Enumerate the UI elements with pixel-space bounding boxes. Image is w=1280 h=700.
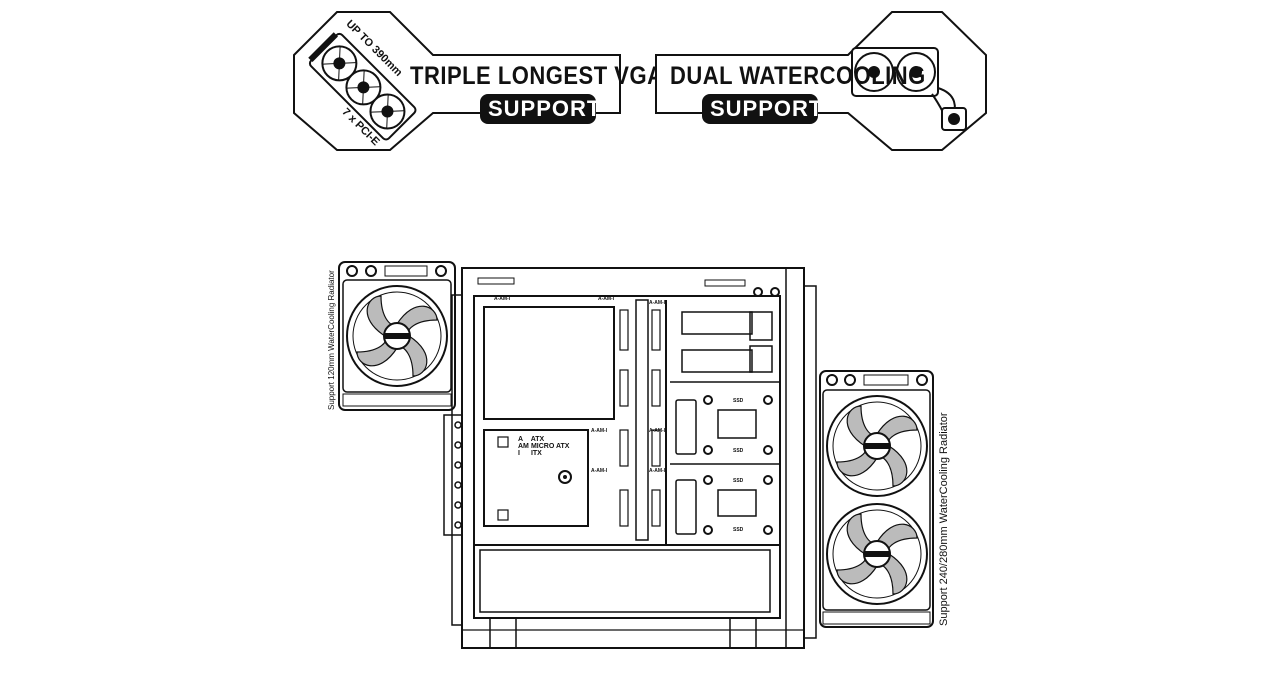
watercooling-support-badge: DUAL WATERCOOLING SUPPORT bbox=[652, 8, 990, 153]
right-240mm-radiator bbox=[819, 370, 934, 628]
left-120mm-radiator bbox=[338, 261, 456, 411]
standoff-mark: A-AM-I bbox=[494, 296, 511, 302]
left-radiator-label: Support 120mm WaterCooling Radiator bbox=[327, 270, 336, 410]
right-radiator-label: Support 240/280mm WaterCooling Radiator bbox=[938, 412, 950, 626]
standoff-mark: A-AM-I bbox=[598, 296, 615, 302]
standoff-mark: A-AM-I bbox=[591, 468, 608, 474]
vga-badge-pill: SUPPORT bbox=[480, 94, 600, 124]
water-badge-pill: SUPPORT bbox=[702, 94, 822, 124]
legend-row-itx: I ITX bbox=[518, 450, 569, 457]
pc-case bbox=[443, 267, 817, 649]
vga-badge-outline bbox=[293, 11, 621, 151]
ssd-mark: SSD bbox=[733, 527, 744, 533]
legend-value: ITX bbox=[530, 450, 542, 457]
standoff-mark: A-AM-I bbox=[649, 428, 666, 434]
ssd-mark: SSD bbox=[733, 448, 744, 454]
ssd-mark: SSD bbox=[733, 478, 744, 484]
legend-row-atx: A ATX bbox=[518, 436, 569, 443]
motherboard-legend: A ATX AM MICRO ATX I ITX bbox=[518, 436, 569, 457]
water-badge-title: DUAL WATERCOOLING bbox=[670, 61, 926, 90]
standoff-mark: A-AM-I bbox=[591, 428, 608, 434]
legend-key: I bbox=[518, 450, 520, 457]
aio-cooler-icon bbox=[851, 47, 967, 131]
legend-value: MICRO ATX bbox=[530, 443, 570, 450]
vga-support-badge: UP TO 390mm 7 x PCI-E TRIPLE LONGEST VGA… bbox=[290, 8, 749, 153]
ssd-mark: SSD bbox=[733, 398, 744, 404]
standoff-mark: A-AM-I bbox=[649, 300, 666, 306]
legend-key: AM bbox=[518, 443, 529, 450]
legend-row-micro-atx: AM MICRO ATX bbox=[518, 443, 569, 450]
legend-key: A bbox=[518, 436, 524, 443]
standoff-mark: A-AM-I bbox=[649, 468, 666, 474]
legend-value: ATX bbox=[530, 436, 545, 443]
graphics-card-icon bbox=[308, 32, 417, 141]
